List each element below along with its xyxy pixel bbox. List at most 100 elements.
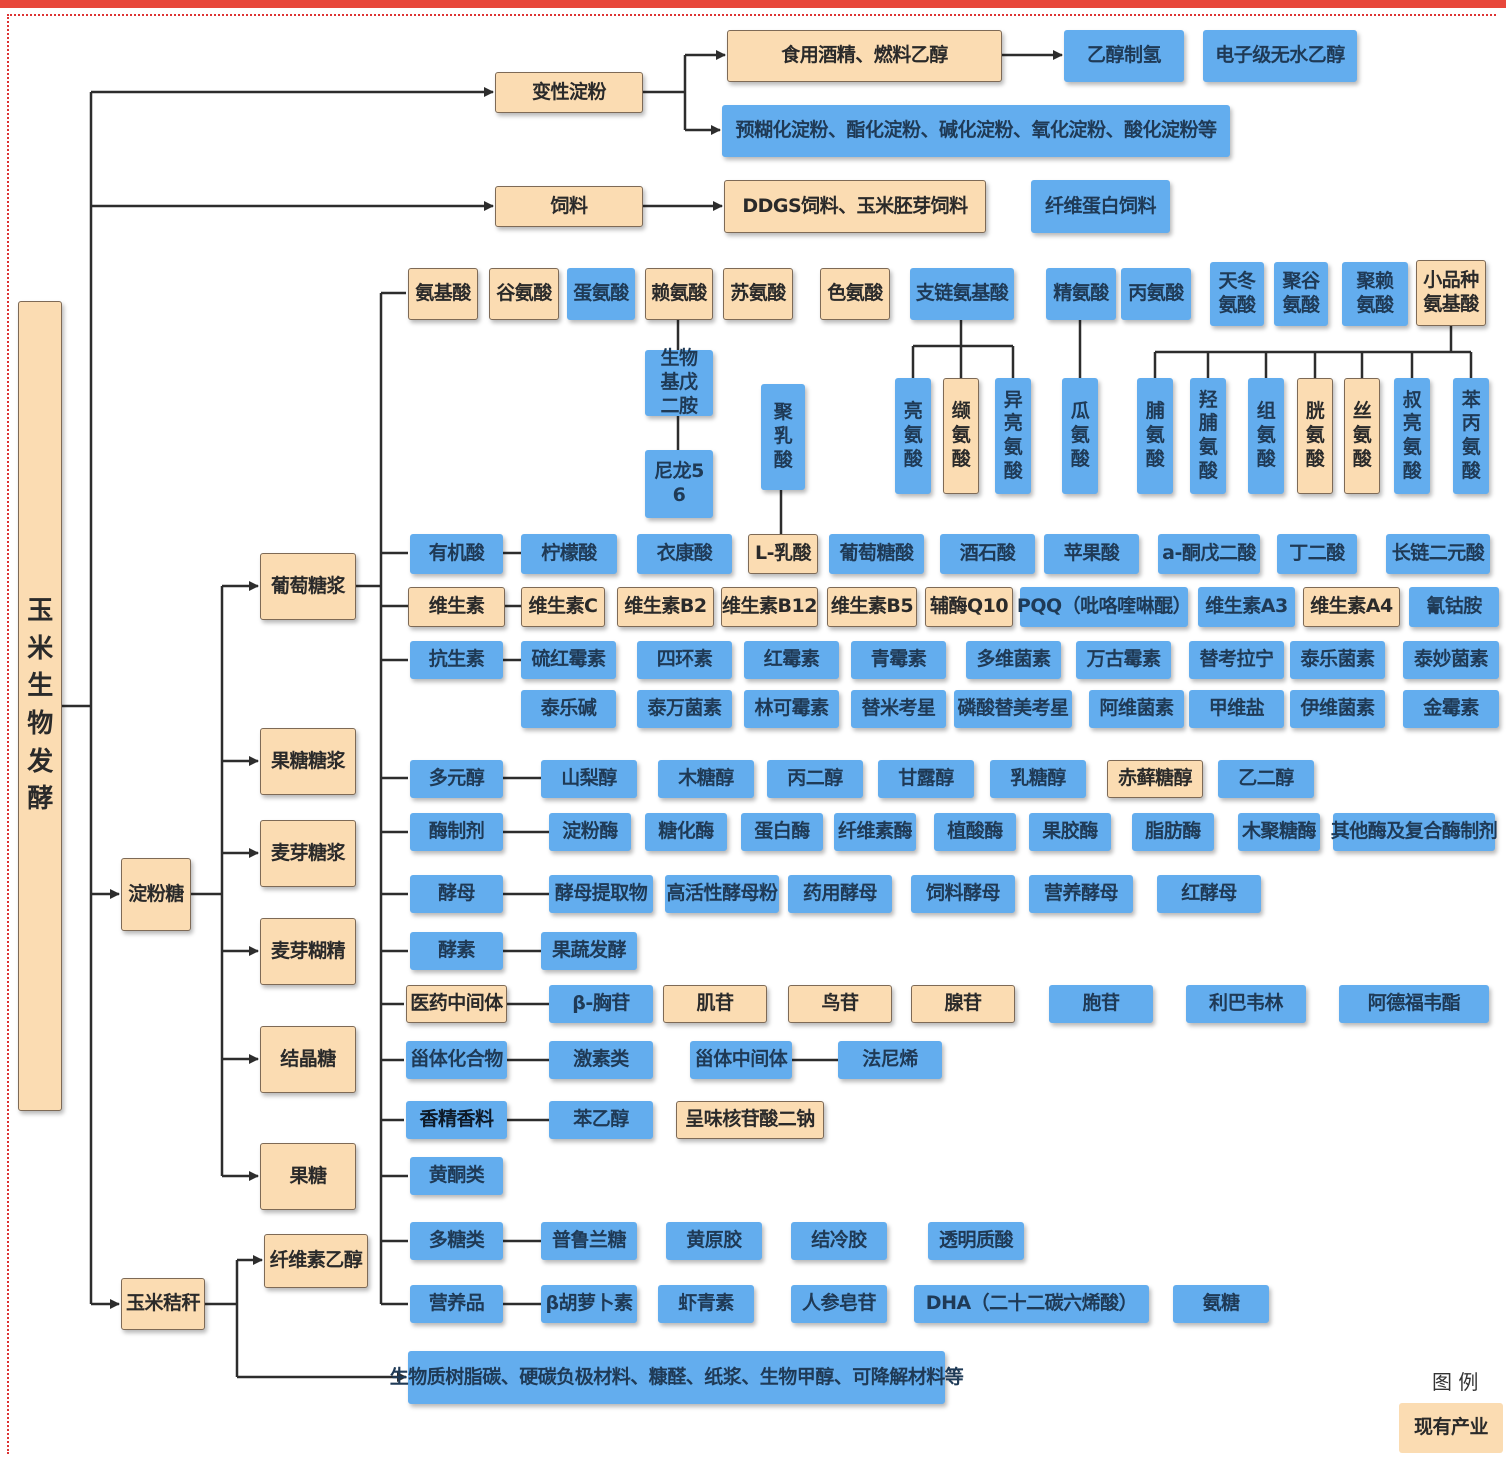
- antibiotic-12-node: 林可霉素: [744, 690, 839, 728]
- crystalline-sugar-node: 结晶糖: [260, 1026, 356, 1093]
- modified-starch-node: 变性淀粉: [495, 72, 643, 113]
- phenylethanol-node: 苯乙醇: [549, 1101, 653, 1139]
- ethanol-node: 食用酒精、燃料乙醇: [727, 30, 1002, 82]
- starch-types-node: 预糊化淀粉、酯化淀粉、碱化淀粉、氧化淀粉、酸化淀粉等: [722, 105, 1230, 157]
- pqq-node: PQQ（吡咯喹啉醌）: [1017, 587, 1192, 627]
- polylysine-node: 聚赖氨酸: [1342, 262, 1408, 326]
- dotted-frame: [7, 14, 1496, 1454]
- amylase-node: 淀粉酶: [549, 813, 631, 851]
- active-yeast-node: 高活性酵母粉: [665, 875, 779, 913]
- l-lactic-acid-node: L-乳酸: [748, 534, 818, 574]
- antibiotic-17-node: 伊维菌素: [1290, 690, 1385, 728]
- pharma-header: 医药中间体: [406, 985, 507, 1023]
- nucleotide-node: 呈味核苷酸二钠: [676, 1101, 824, 1139]
- dha-node: DHA（二十二碳六烯酸）: [914, 1285, 1149, 1323]
- antibiotic-3-node: 红霉素: [744, 641, 839, 679]
- feed-yeast-node: 饲料酵母: [911, 875, 1015, 913]
- antibiotic-18-node: 金霉素: [1403, 690, 1499, 728]
- fructose-node: 果糖: [260, 1143, 356, 1210]
- cellulase-node: 纤维素酶: [834, 813, 916, 851]
- tryptophan-node: 色氨酸: [820, 268, 890, 320]
- electronic-ethanol-node: 电子级无水乙醇: [1203, 30, 1357, 82]
- antibiotic-10-node: 泰乐碱: [521, 690, 616, 728]
- root-node: 玉米生物发酵: [18, 301, 62, 1111]
- tartaric-acid-node: 酒石酸: [940, 534, 1035, 574]
- glucoamylase-node: 糖化酶: [645, 813, 727, 851]
- vitamin-b12-node: 维生素B12: [721, 587, 818, 627]
- maltose-syrup-node: 麦芽糖浆: [260, 820, 356, 887]
- bcaa-node: 支链氨基酸: [910, 268, 1014, 320]
- adefovir-node: 阿德福韦酯: [1339, 985, 1489, 1023]
- feed-node: 饲料: [495, 186, 643, 227]
- pectinase-node: 果胶酶: [1029, 813, 1111, 851]
- alanine-node: 丙氨酸: [1121, 268, 1191, 320]
- glucose-syrup-node: 葡萄糖浆: [260, 553, 356, 620]
- ferment-header: 酵素: [410, 932, 503, 970]
- polyol-header: 多元醇: [410, 760, 503, 798]
- top-border: [0, 0, 1506, 8]
- dicarboxylic-acid-node: 长链二元酸: [1386, 534, 1490, 574]
- ketoglutaric-acid-node: a-酮戊二酸: [1158, 534, 1260, 574]
- mannitol-node: 甘露醇: [878, 760, 974, 798]
- itaconic-acid-node: 衣康酸: [637, 534, 732, 574]
- methionine-node: 蛋氨酸: [567, 268, 635, 320]
- cyanocobalamin-node: 氰钴胺: [1409, 587, 1499, 627]
- yeast-header: 酵母: [410, 875, 503, 913]
- hyaluronic-acid-node: 透明质酸: [928, 1222, 1024, 1260]
- antibiotic-14-node: 磷酸替美考星: [954, 690, 1072, 728]
- leucine-node: 亮氨酸: [895, 378, 931, 494]
- red-yeast-node: 红酵母: [1157, 875, 1261, 913]
- histidine-node: 组氨酸: [1248, 378, 1284, 494]
- cytidine-node: 胞苷: [1049, 985, 1153, 1023]
- beta-thymidine-node: β-胸苷: [549, 985, 653, 1023]
- antibiotic-8-node: 泰乐菌素: [1290, 641, 1385, 679]
- fructose-syrup-node: 果糖糖浆: [260, 728, 356, 795]
- organic-acid-header: 有机酸: [410, 534, 503, 574]
- antibiotic-13-node: 替米考星: [851, 690, 946, 728]
- vitamin-header: 维生素: [408, 587, 505, 627]
- lipase-node: 脂肪酶: [1132, 813, 1214, 851]
- nutrition-header: 营养品: [410, 1285, 503, 1323]
- other-enzymes-node: 其他酶及复合酶制剂: [1331, 813, 1498, 851]
- flavone-header: 黄酮类: [410, 1157, 503, 1195]
- protease-node: 蛋白酶: [741, 813, 823, 851]
- isoleucine-node: 异亮氨酸: [995, 378, 1031, 494]
- inosine-node: 肌苷: [663, 985, 767, 1023]
- biomass-materials-node: 生物质树脂碳、硬碳负极材料、糠醛、纸浆、生物甲醇、可降解材料等: [390, 1351, 964, 1404]
- enzyme-header: 酶制剂: [410, 813, 503, 851]
- fiber-protein-feed-node: 纤维蛋白饲料: [1031, 180, 1170, 233]
- pullulan-node: 普鲁兰糖: [541, 1222, 637, 1260]
- xylanase-node: 木聚糖酶: [1238, 813, 1320, 851]
- yeast-extract-node: 酵母提取物: [549, 875, 653, 913]
- adenosine-node: 腺苷: [911, 985, 1015, 1023]
- gellan-gum-node: 结冷胶: [791, 1222, 887, 1260]
- phytase-node: 植酸酶: [934, 813, 1016, 851]
- fruit-veg-ferment-node: 果蔬发酵: [541, 932, 637, 970]
- vitamin-a4-node: 维生素A4: [1303, 587, 1400, 627]
- antibiotic-7-node: 替考拉宁: [1189, 641, 1284, 679]
- propanediol-node: 丙二醇: [767, 760, 863, 798]
- arginine-node: 精氨酸: [1046, 268, 1116, 320]
- phenylalanine-node: 苯丙氨酸: [1453, 378, 1489, 494]
- aspartic-acid-node: 天冬氨酸: [1210, 262, 1264, 326]
- guanosine-node: 鸟苷: [788, 985, 892, 1023]
- citrulline-node: 瓜氨酸: [1062, 378, 1098, 494]
- antibiotic-6-node: 万古霉素: [1076, 641, 1171, 679]
- ethylene-glycol-node: 乙二醇: [1218, 760, 1314, 798]
- polylactic-acid-node: 聚乳酸: [761, 384, 805, 490]
- antibiotic-11-node: 泰万菌素: [637, 690, 732, 728]
- antibiotic-4-node: 青霉素: [851, 641, 946, 679]
- xanthan-gum-node: 黄原胶: [666, 1222, 762, 1260]
- small-amino-acids-node: 小品种氨基酸: [1416, 260, 1486, 326]
- legend-title: 图 例: [1432, 1370, 1479, 1394]
- glutamic-acid-node: 谷氨酸: [489, 268, 559, 320]
- vitamin-a3-node: 维生素A3: [1198, 587, 1295, 627]
- lactitol-node: 乳糖醇: [990, 760, 1086, 798]
- citric-acid-node: 柠檬酸: [521, 534, 617, 574]
- nutritional-yeast-node: 营养酵母: [1029, 875, 1133, 913]
- cystine-node: 胱氨酸: [1297, 378, 1333, 494]
- lysine-node: 赖氨酸: [645, 268, 713, 320]
- vitamin-c-node: 维生素C: [521, 587, 605, 627]
- threonine-node: 苏氨酸: [723, 268, 793, 320]
- antibiotic-2-node: 四环素: [637, 641, 732, 679]
